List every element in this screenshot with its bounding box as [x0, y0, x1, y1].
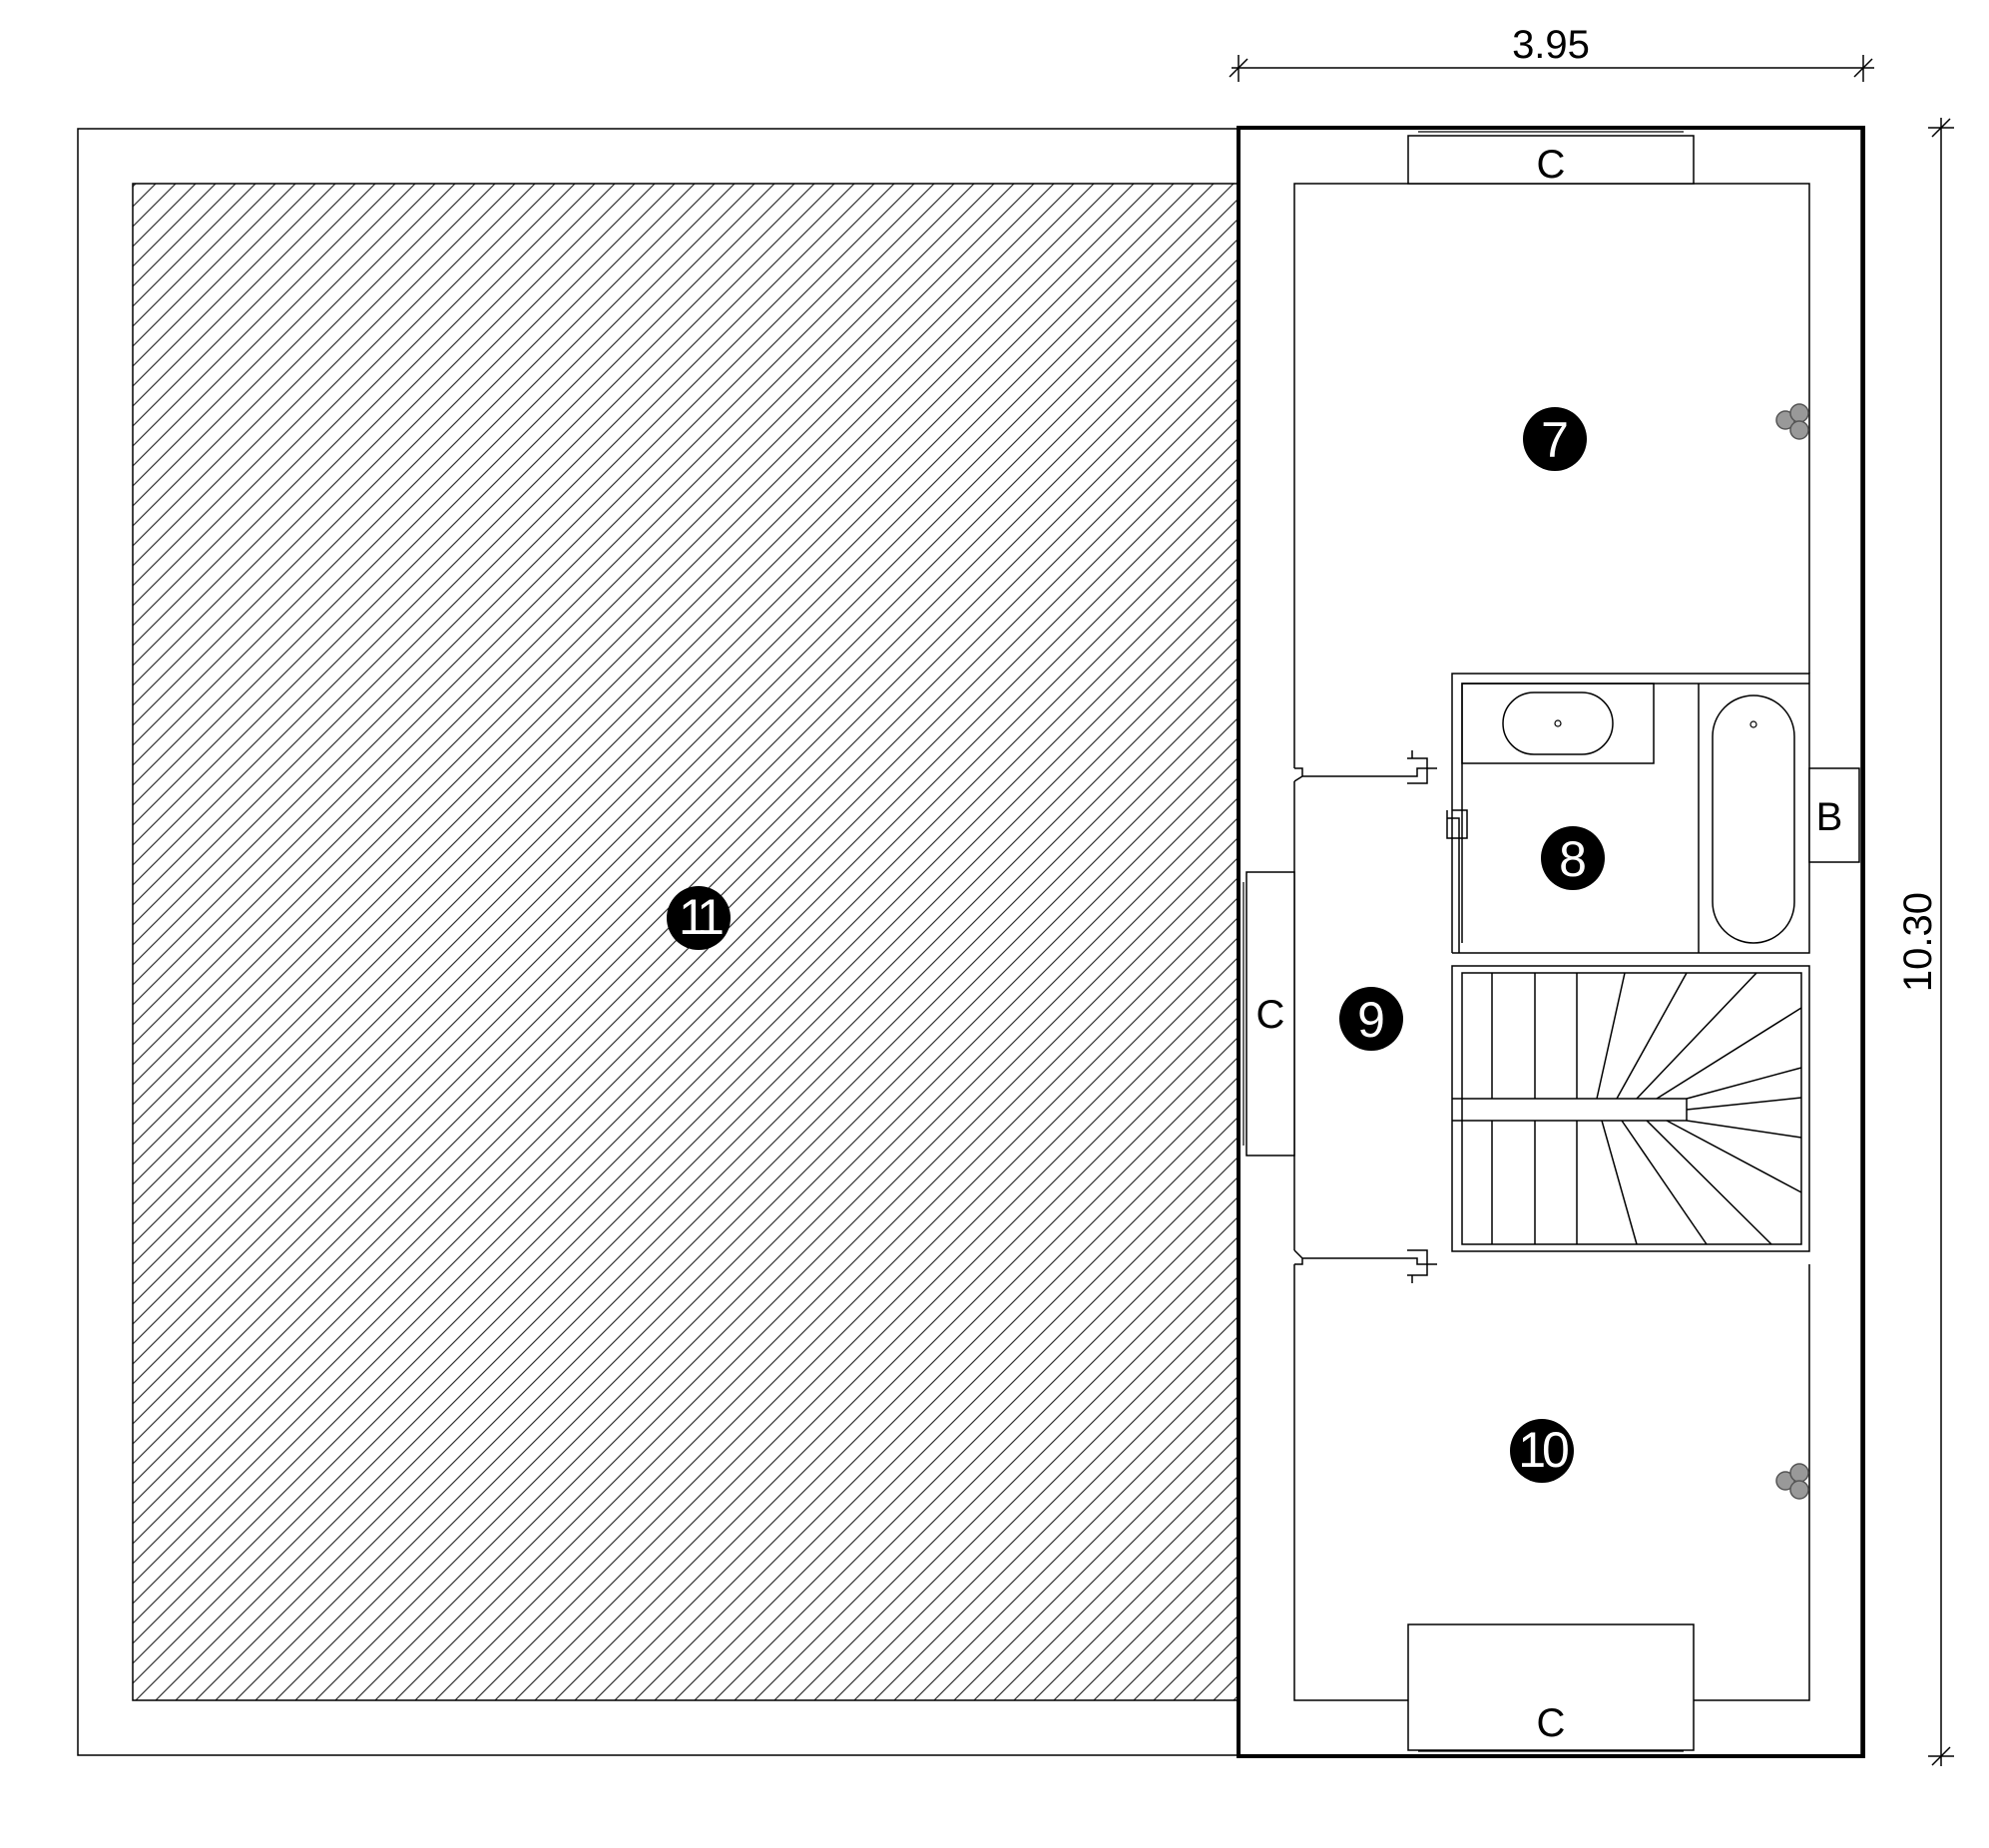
height-dimension — [1928, 118, 1954, 1766]
door-hardware-bottom — [1407, 1249, 1428, 1283]
room-number-7: 7 — [1541, 412, 1569, 468]
hall-9-door-top — [1293, 767, 1437, 782]
room-badge-9: 9 — [1339, 987, 1403, 1051]
heater-symbol-room-7 — [1775, 403, 1809, 440]
sink-basin — [1502, 692, 1614, 755]
opening-label-right: B — [1816, 795, 1843, 839]
window-right — [1808, 767, 1860, 863]
window-left — [1245, 871, 1295, 1156]
room-7-walls — [1293, 183, 1810, 768]
window-bottom — [1407, 1623, 1695, 1751]
staircase — [1451, 965, 1810, 1252]
bathroom-8-walls — [1451, 673, 1810, 954]
sink-drain — [1554, 719, 1562, 727]
room-number-11: 11 — [679, 889, 723, 945]
room-number-8: 8 — [1559, 831, 1587, 887]
opening-label-top: C — [1537, 143, 1566, 187]
bathroom-door — [1446, 809, 1468, 953]
room-number-9: 9 — [1357, 992, 1385, 1048]
room-number-10: 10 — [1518, 1422, 1568, 1478]
room-badge-8: 8 — [1541, 826, 1605, 890]
width-dimension — [1229, 55, 1874, 82]
bathtub-drain — [1749, 720, 1757, 728]
sink — [1461, 683, 1655, 764]
hall-9-door-bottom — [1293, 1249, 1437, 1265]
opening-label-left: C — [1256, 993, 1285, 1037]
window-top — [1407, 135, 1695, 185]
door-hardware-top — [1407, 750, 1428, 784]
room-badge-7: 7 — [1523, 407, 1587, 471]
room-badge-11: 11 — [667, 886, 731, 950]
bathtub — [1712, 694, 1795, 944]
hatched-area-11 — [132, 183, 1240, 1701]
wing-outline — [1237, 126, 1865, 1758]
width-dimension-label: 3.95 — [1512, 23, 1590, 67]
heater-symbol-room-10 — [1775, 1463, 1809, 1500]
height-dimension-label: 10.30 — [1896, 892, 1940, 992]
room-badge-10: 10 — [1510, 1419, 1574, 1483]
opening-label-bottom: C — [1537, 1701, 1566, 1745]
